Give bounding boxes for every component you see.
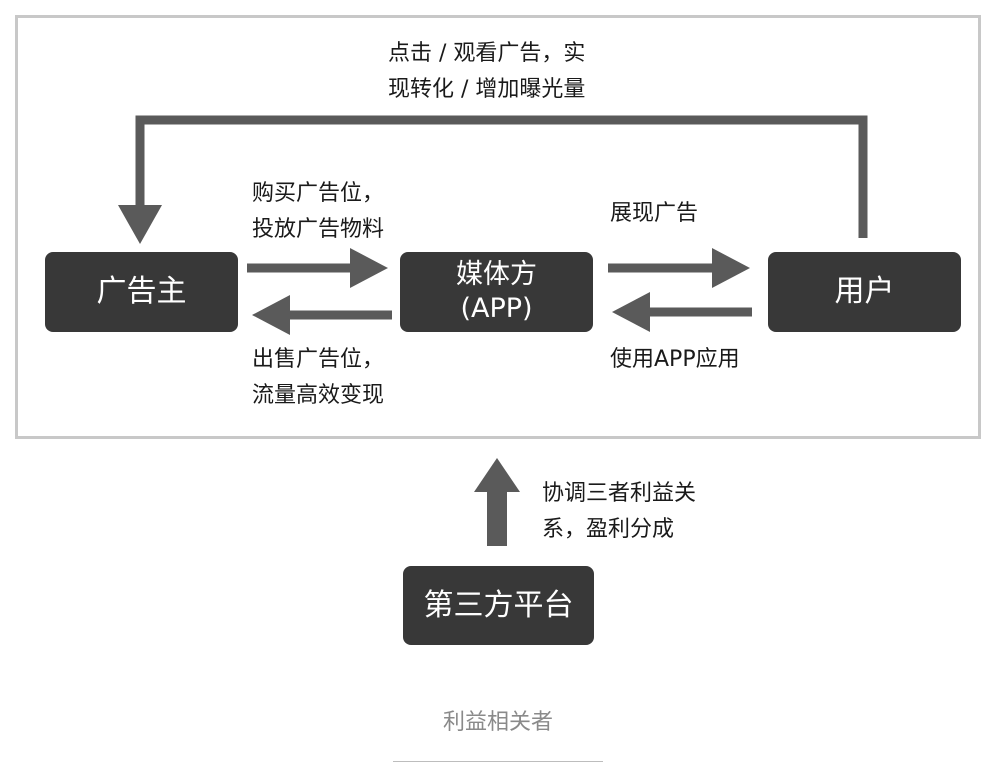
figure-caption: 利益相关者 <box>442 710 553 735</box>
advertiser-node: 广告主 <box>45 252 238 332</box>
arrow-platform-up-head <box>474 458 520 492</box>
edge-label-line: 流量高效变现 <box>252 383 385 408</box>
edge-label-line: 展现广告 <box>610 201 699 226</box>
edge-label-line: 购买广告位， <box>252 181 385 206</box>
edge-label-user-to-advertiser: 点击 / 观看广告，实 现转化 / 增加曝光量 <box>388 36 585 108</box>
edge-label-line: 使用APP应用 <box>610 347 740 372</box>
edge-label-advertiser-to-media: 购买广告位， 投放广告物料 <box>252 176 384 248</box>
edge-label-line: 现转化 / 增加曝光量 <box>388 77 586 102</box>
media-label-line2: (APP) <box>460 293 533 324</box>
arrow-media-to-advertiser-head <box>252 295 290 335</box>
user-label: 用户 <box>834 274 895 310</box>
edge-label-media-to-advertiser: 出售广告位， 流量高效变现 <box>252 342 384 414</box>
edge-label-line: 协调三者利益关 <box>542 481 697 506</box>
platform-label: 第三方平台 <box>423 587 574 623</box>
media-node: 媒体方 (APP) <box>400 252 593 332</box>
edge-label-line: 点击 / 观看广告，实 <box>388 41 586 66</box>
loop-arrow-head <box>118 205 162 244</box>
platform-node: 第三方平台 <box>403 566 594 645</box>
arrow-platform-up-shaft <box>487 490 507 546</box>
arrow-advertiser-to-media-head <box>350 248 388 288</box>
loop-arrow-line <box>135 115 868 238</box>
edge-label-line: 投放广告物料 <box>252 217 385 242</box>
media-label-line1: 媒体方 <box>456 259 537 291</box>
edge-label-platform: 协调三者利益关 系，盈利分成 <box>542 476 696 548</box>
user-node: 用户 <box>768 252 961 332</box>
arrow-user-to-media-head <box>612 292 650 332</box>
edge-label-media-to-user: 展现广告 <box>610 196 698 232</box>
edge-label-line: 系，盈利分成 <box>542 517 675 542</box>
stakeholder-frame <box>15 15 981 439</box>
arrow-media-to-user-head <box>712 248 750 288</box>
edge-label-line: 出售广告位， <box>252 347 385 372</box>
advertiser-label: 广告主 <box>96 274 187 310</box>
edge-label-user-to-media: 使用APP应用 <box>610 342 740 378</box>
caption-divider <box>393 761 603 762</box>
